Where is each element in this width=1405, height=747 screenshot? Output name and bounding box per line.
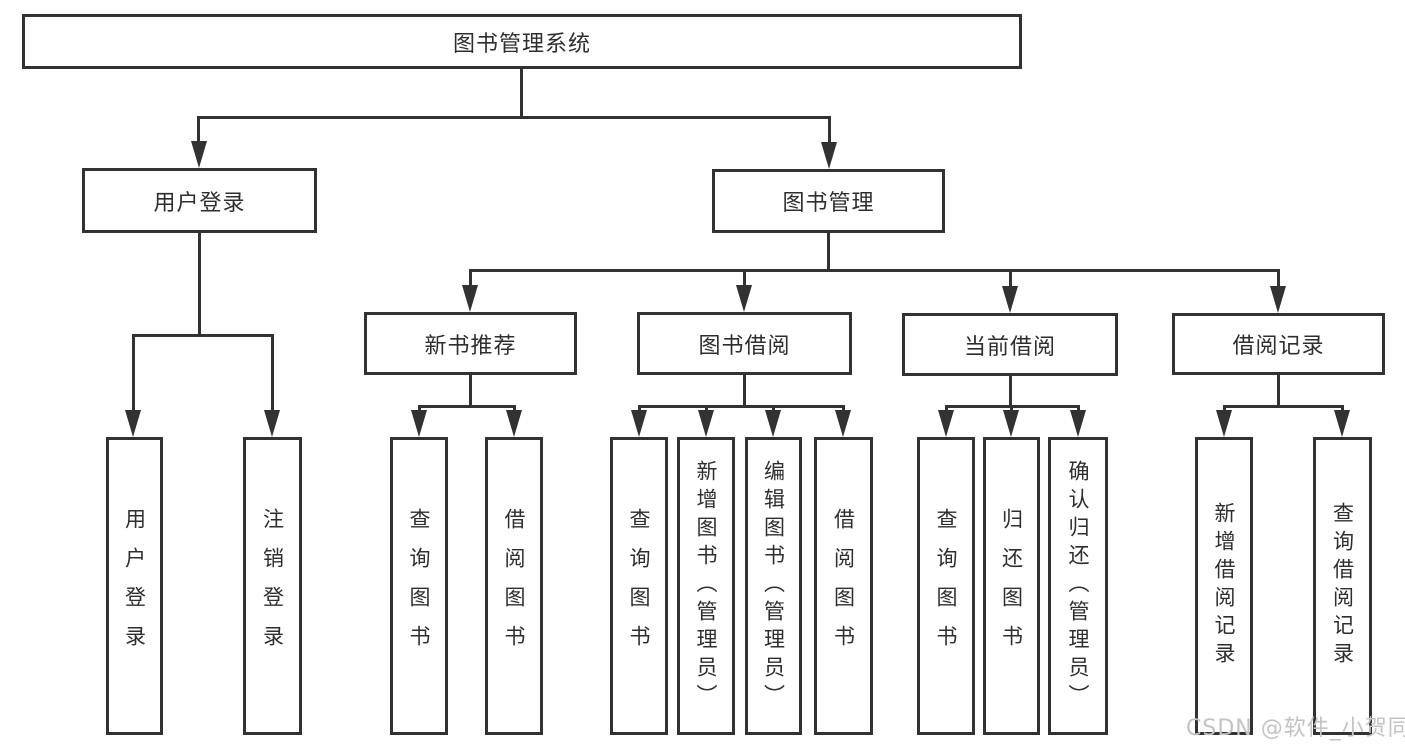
connector-book-branch-stem (827, 233, 830, 272)
arrow-sec1-borrow-books (506, 410, 522, 437)
connector-root-rail (197, 116, 831, 119)
leaf-borrow-borrow-books: 借阅图书 (814, 437, 873, 735)
connector-sec2-c3-drop (772, 405, 775, 412)
node-new-book-recommend: 新书推荐 (364, 312, 577, 375)
connector-sec4-stem (1277, 375, 1280, 407)
leaf-newrec-borrow-books: 借阅图书 (485, 437, 543, 735)
connector-sec1-c2-drop (513, 405, 516, 412)
node-book-management: 图书管理 (712, 169, 945, 233)
connector-user-child2-drop (271, 334, 274, 411)
arrow-to-borrow-records (1270, 286, 1286, 313)
leaf-user-login: 用户登录 (106, 437, 163, 735)
arrow-sec2-borrow-books (835, 410, 851, 437)
connector-sec2-c1-drop (638, 405, 641, 412)
connector-user-child1-drop (132, 334, 135, 411)
connector-sec2-rail (638, 405, 845, 408)
node-user-login: 用户登录 (82, 168, 317, 233)
connector-sec3-stem (1009, 376, 1012, 407)
connector-sec3-c3-drop (1077, 405, 1080, 412)
connector-sec3-c2-drop (1010, 405, 1013, 412)
leaf-borrow-query-books: 查询图书 (610, 437, 668, 735)
csdn-watermark: CSDN @软件_小贺同学 (1186, 716, 1405, 741)
connector-root-stem (520, 69, 523, 118)
connector-sec1-stem (469, 375, 472, 407)
connector-borrow-drop (743, 269, 746, 286)
leaf-borrow-edit-books-admin: 编辑图书（管理员） (745, 437, 802, 735)
leaf-logout: 注销登录 (243, 437, 302, 735)
connector-book-mgmt-drop (828, 116, 831, 143)
connector-user-branch-rail (132, 334, 274, 337)
connector-sec3-c1-drop (945, 405, 948, 412)
arrow-to-new-book-rec (462, 285, 478, 312)
arrow-to-current-borrow (1002, 286, 1018, 313)
arrow-sec3-return-books (1003, 410, 1019, 437)
connector-current-drop (1009, 269, 1012, 287)
node-library-management-system: 图书管理系统 (22, 14, 1022, 69)
arrow-to-user-login-leaf (125, 410, 141, 437)
arrow-to-user-login (191, 141, 207, 168)
connector-sec4-rail (1223, 405, 1344, 408)
connector-sec4-c1-drop (1223, 405, 1226, 412)
leaf-current-confirm-return-admin: 确认归还（管理员） (1048, 437, 1108, 735)
connector-sec4-c2-drop (1341, 405, 1344, 412)
arrow-sec2-query-books (631, 410, 647, 437)
leaf-records-query-record: 查询借阅记录 (1313, 437, 1372, 735)
arrow-to-logout-leaf (264, 410, 280, 437)
arrow-sec4-query-record (1334, 410, 1350, 437)
leaf-records-add-record: 新增借阅记录 (1195, 437, 1253, 735)
connector-user-branch-stem (198, 233, 201, 336)
node-borrow-records: 借阅记录 (1172, 313, 1385, 375)
arrow-sec3-query-books (938, 410, 954, 437)
arrow-to-book-mgmt (821, 142, 837, 169)
connector-sec1-rail (418, 405, 516, 408)
arrow-sec2-add-books (698, 410, 714, 437)
node-current-borrow: 当前借阅 (902, 313, 1118, 376)
arrow-sec1-query-books (411, 410, 427, 437)
connector-sec1-c1-drop (418, 405, 421, 412)
connector-records-drop (1277, 269, 1280, 287)
node-book-borrow: 图书借阅 (637, 312, 852, 375)
connector-user-login-drop (197, 116, 200, 142)
connector-sec2-c4-drop (842, 405, 845, 412)
arrow-sec2-edit-books (765, 410, 781, 437)
connector-sec2-stem (743, 375, 746, 407)
leaf-newrec-query-books: 查询图书 (390, 437, 448, 735)
connector-book-branch-rail (469, 269, 1280, 272)
leaf-borrow-add-books-admin: 新增图书（管理员） (677, 437, 735, 735)
leaf-current-return-books: 归还图书 (983, 437, 1040, 735)
arrow-sec4-add-record (1216, 410, 1232, 437)
connector-newbook-drop (469, 269, 472, 286)
arrow-sec3-confirm-return (1070, 410, 1086, 437)
leaf-current-query-books: 查询图书 (917, 437, 975, 735)
arrow-to-book-borrow (736, 285, 752, 312)
connector-sec2-c2-drop (705, 405, 708, 412)
